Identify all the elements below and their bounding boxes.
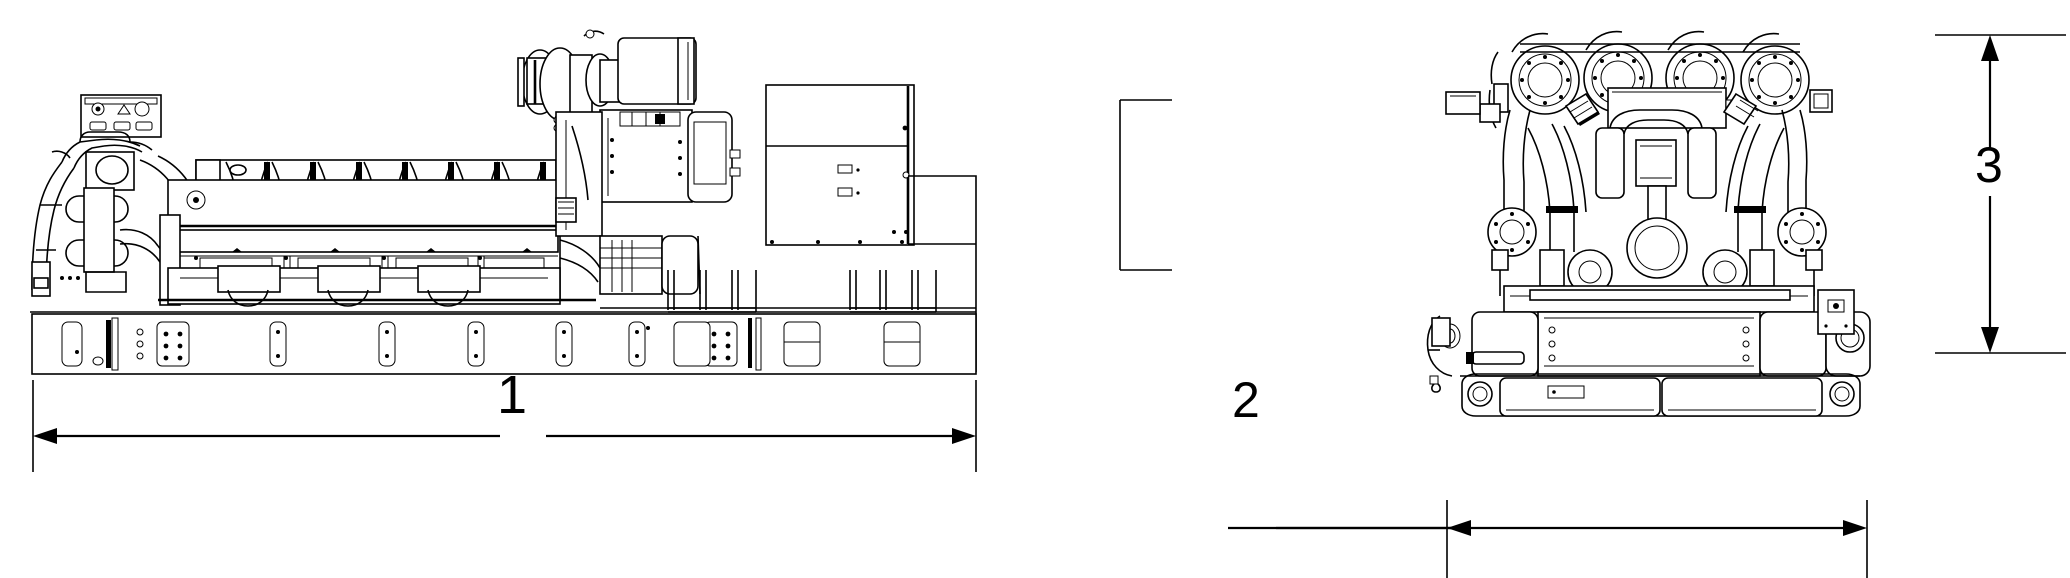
skid-base-frame bbox=[31, 313, 977, 375]
engine-v-block bbox=[1487, 89, 1833, 296]
side-elevation-view bbox=[30, 29, 977, 375]
turbocharger-assembly bbox=[517, 29, 697, 151]
flywheel-housing bbox=[555, 111, 701, 295]
generator-terminal-box bbox=[765, 84, 977, 372]
front-view-outline-box bbox=[1119, 99, 1172, 271]
lower-engine-sump bbox=[1503, 285, 1815, 313]
front-elevation-view bbox=[1119, 30, 1871, 417]
control-panel-box bbox=[80, 94, 162, 138]
dimension-line-3 bbox=[1935, 34, 2066, 354]
dimension-label-3: 3 bbox=[1975, 137, 2003, 193]
junction-box bbox=[1817, 289, 1855, 335]
deck-rail bbox=[30, 298, 976, 313]
oil-pan bbox=[167, 265, 561, 307]
radiator-core bbox=[1537, 311, 1761, 377]
accessory-box bbox=[1431, 91, 1481, 347]
dimension-line-1 bbox=[32, 380, 977, 472]
accessory-bracket bbox=[1479, 51, 1509, 129]
turbocharger-flanges bbox=[1510, 30, 1810, 129]
dimension-line-2 bbox=[1228, 500, 1868, 578]
dimension-label-2: 2 bbox=[1232, 372, 1260, 428]
front-skid-base bbox=[1460, 373, 1861, 417]
exhaust-manifold-piping bbox=[31, 131, 153, 297]
dimension-label-1: 1 bbox=[497, 365, 528, 425]
